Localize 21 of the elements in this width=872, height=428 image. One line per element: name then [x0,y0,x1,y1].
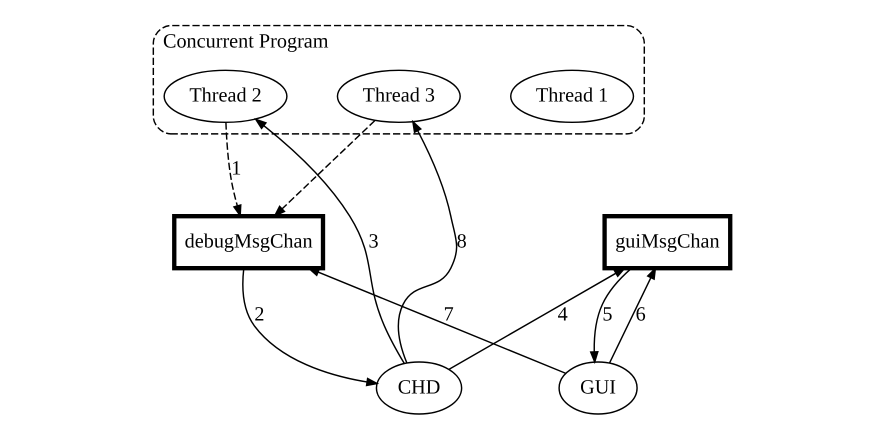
edge-label: 8 [456,230,467,252]
node-box: guiMsgChan [602,214,732,270]
edge-label: 4 [558,303,568,326]
node-ellipse: Thread 2 [163,70,288,124]
node-ellipse: Thread 3 [336,70,461,124]
arrow [242,268,380,386]
edge-label: 1 [231,158,242,180]
arrow [306,267,566,374]
arrow [590,268,632,364]
edge-label: 6 [636,303,646,326]
edge-label: 2 [254,303,265,326]
edge-label: 7 [444,303,454,326]
node-ellipse: GUI [558,361,638,415]
node-ellipse: Thread 1 [510,70,634,124]
arrow [448,267,627,370]
edge-label: 3 [368,230,379,252]
edge-label: 5 [602,303,613,326]
arrow [254,118,405,364]
arrow [398,120,458,364]
node-ellipse: CHD [376,361,462,415]
node-box: debugMsgChan [172,214,326,270]
